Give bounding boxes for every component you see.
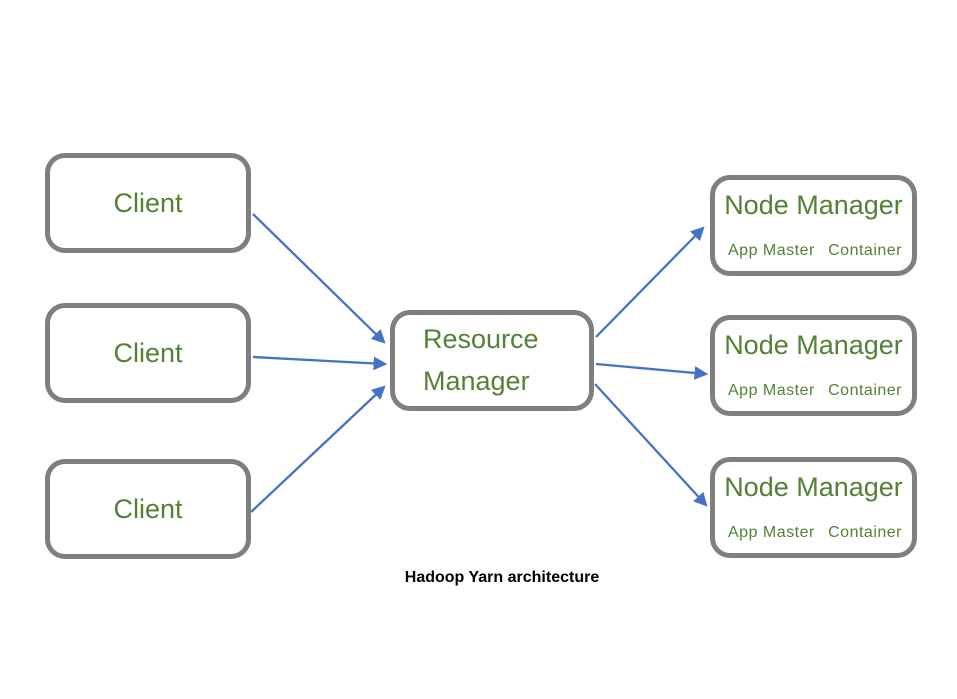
node-manager-3-app-master-label: App Master — [728, 524, 815, 541]
node-manager-3-title: Node Manager — [724, 472, 903, 502]
node-manager-2-container-label: Container — [828, 382, 902, 399]
node-manager-2-app-master-label: App Master — [728, 382, 815, 399]
node-manager-1-title: Node Manager — [724, 190, 903, 220]
arrow-client-2-to-resource-manager — [252, 355, 388, 371]
node-manager-box-2: Node Manager App Master Container — [710, 315, 917, 416]
node-manager-box-3: Node Manager App Master Container — [710, 457, 917, 558]
client-1-label: Client — [113, 187, 183, 218]
client-box-3: Client — [45, 459, 251, 559]
node-manager-3-container-label: Container — [828, 524, 902, 541]
resource-manager-box: Resource Manager — [390, 310, 594, 411]
node-manager-2-labels: App Master Container — [728, 382, 902, 400]
arrow-client-1-to-resource-manager — [252, 213, 386, 344]
resource-manager-label-line2: Manager — [423, 365, 530, 396]
client-box-2: Client — [45, 303, 251, 403]
node-manager-1-labels: App Master Container — [728, 242, 902, 260]
client-box-1: Client — [45, 153, 251, 253]
client-3-label: Client — [113, 493, 183, 524]
node-manager-box-1: Node Manager App Master Container — [710, 175, 917, 276]
client-2-label: Client — [113, 337, 183, 368]
resource-manager-label-line1: Resource — [423, 323, 539, 354]
arrow-resource-manager-to-node-manager-1 — [595, 226, 705, 338]
diagram-caption: Hadoop Yarn architecture — [404, 569, 600, 586]
arrow-client-3-to-resource-manager — [250, 385, 386, 513]
node-manager-1-app-master-label: App Master — [728, 242, 815, 259]
node-manager-1-container-label: Container — [828, 242, 902, 259]
node-manager-2-title: Node Manager — [724, 330, 903, 360]
arrow-resource-manager-to-node-manager-3 — [594, 383, 708, 507]
arrow-resource-manager-to-node-manager-2 — [595, 362, 709, 380]
node-manager-3-labels: App Master Container — [728, 524, 902, 542]
